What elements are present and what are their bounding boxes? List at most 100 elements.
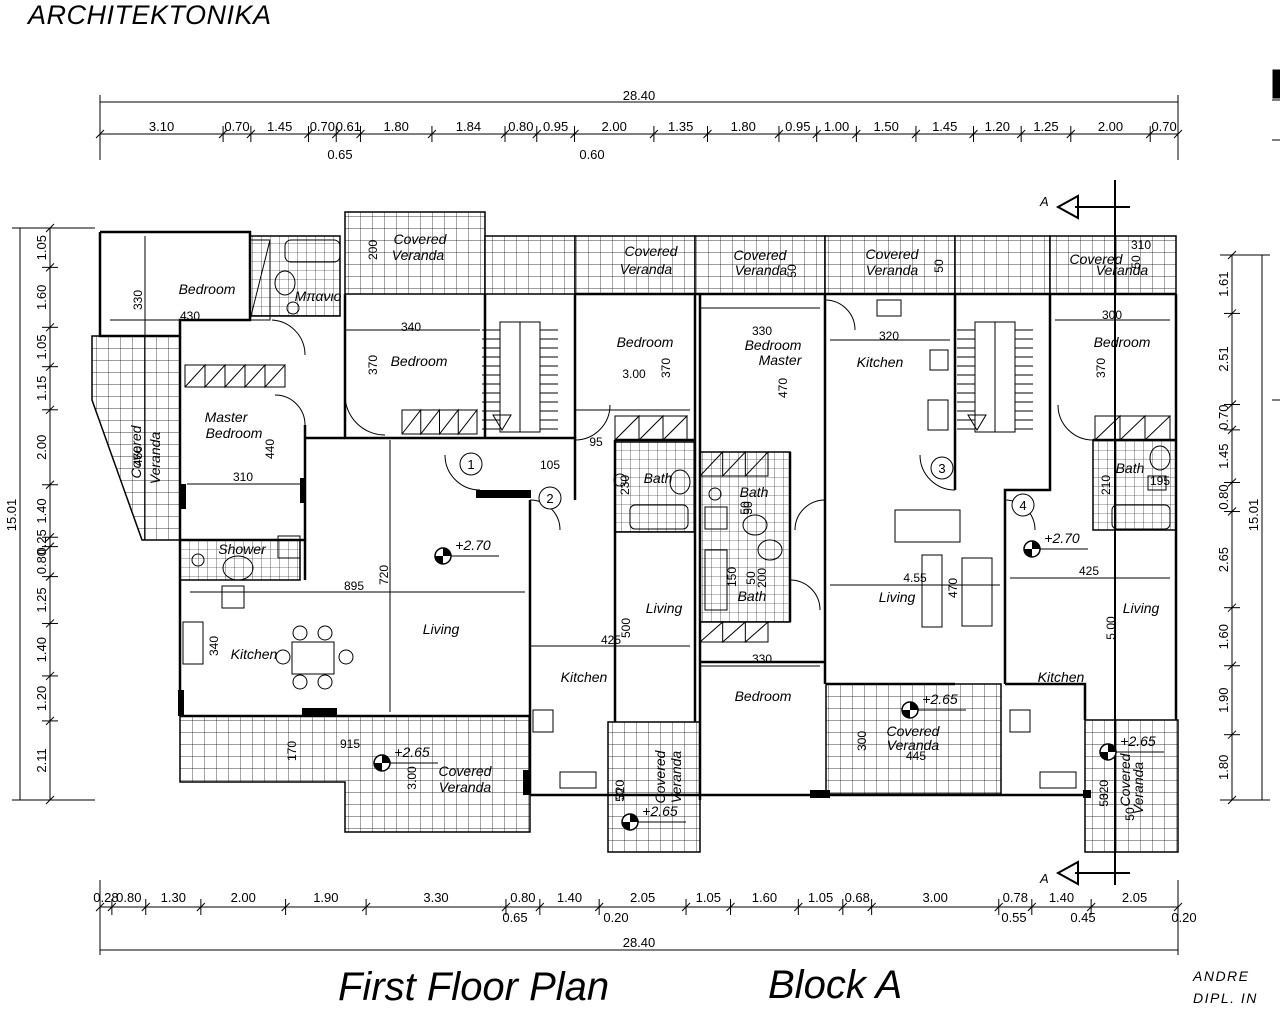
bottom-sub-dim: 0.55 xyxy=(1001,910,1026,925)
bottom-sub-dim: 0.20 xyxy=(603,910,628,925)
bottom-dimensions xyxy=(95,880,1183,955)
right-dimension: 0.70 xyxy=(1216,405,1231,430)
wardrobes xyxy=(184,239,1171,644)
section-marker xyxy=(1055,194,1130,886)
firm-qualification: DIPL. IN xyxy=(1193,990,1258,1006)
room-label: Living xyxy=(879,589,916,605)
room-label: Bath xyxy=(644,470,673,486)
room-label: Covered xyxy=(887,723,941,739)
room-label: Veranda xyxy=(735,262,788,278)
inner-dimension: 370 xyxy=(1094,358,1108,378)
left-dimension: 0.80 xyxy=(34,549,49,574)
bottom-sub-dim: 0.20 xyxy=(1171,910,1196,925)
title-block-edge xyxy=(1272,69,1280,401)
stair-number: 1 xyxy=(467,457,474,472)
overall-width-bottom: 28.40 xyxy=(623,935,656,950)
room-label: Covered xyxy=(439,763,493,779)
inner-dimension: 440 xyxy=(263,439,277,459)
left-dimension: 2.00 xyxy=(34,435,49,460)
section-label: A xyxy=(1039,871,1049,886)
bottom-dimension: 0.68 xyxy=(845,890,870,905)
right-dimension: 2.51 xyxy=(1216,346,1231,371)
room-label: Covered xyxy=(652,749,668,803)
level-marker: +2.70 xyxy=(1044,530,1080,546)
left-dimension: 1.05 xyxy=(34,235,49,260)
inner-dimension: 320 xyxy=(879,329,899,343)
top-dimension: 1.84 xyxy=(456,119,481,134)
right-dimension: 1.80 xyxy=(1216,755,1231,780)
room-label: Bath xyxy=(740,484,769,500)
inner-dimension: 50 xyxy=(1123,807,1137,821)
room-label: Veranda xyxy=(1130,762,1146,815)
inner-dimension: 425 xyxy=(601,633,621,647)
interior-lines xyxy=(110,180,1170,885)
right-dimension: 2.65 xyxy=(1216,547,1231,572)
inner-dimension: 330 xyxy=(131,290,145,310)
inner-dimension: 210 xyxy=(1099,475,1113,495)
room-label: Veranda xyxy=(1096,262,1149,278)
inner-dimension: 450 xyxy=(131,446,145,466)
top-dimension: 1.35 xyxy=(668,119,693,134)
inner-dimension: 370 xyxy=(659,358,673,378)
room-label: Kitchen xyxy=(561,669,608,685)
left-dimension: 1.40 xyxy=(34,637,49,662)
top-dimension: 2.00 xyxy=(1098,119,1123,134)
inner-dimension: 445 xyxy=(906,749,926,763)
inner-dimension: 3.00 xyxy=(622,367,646,381)
door-swings xyxy=(271,299,1094,611)
top-dimension: 3.10 xyxy=(149,119,174,134)
inner-dimension: 50 xyxy=(932,259,946,273)
inner-dimension: 50 xyxy=(613,788,627,802)
inner-dimension: 200 xyxy=(366,240,380,260)
left-dimension: 0.25 xyxy=(34,529,49,554)
left-dimension: 1.40 xyxy=(34,498,49,523)
room-label: Kitchen xyxy=(1038,669,1085,685)
room-label: Kitchen xyxy=(231,646,278,662)
overall-width-top: 28.40 xyxy=(623,88,656,103)
stair-number: 3 xyxy=(938,461,945,476)
top-dimension: 1.00 xyxy=(824,119,849,134)
overall-depth-left: 15.01 xyxy=(4,499,19,532)
top-dimension: 0.70 xyxy=(310,119,335,134)
level-marker: +2.65 xyxy=(642,803,678,819)
level-marker: +2.65 xyxy=(922,691,958,707)
inner-dimension: 200 xyxy=(755,568,769,588)
inner-dimension: 50 xyxy=(741,501,755,515)
room-label: Bedroom xyxy=(745,337,802,353)
inner-dimension: 425 xyxy=(1079,564,1099,578)
inner-dimension: 470 xyxy=(776,378,790,398)
header-title: ARCHITEKTONIKA xyxy=(28,0,272,30)
inner-dimension: 340 xyxy=(401,320,421,334)
bottom-dimension: 1.40 xyxy=(557,890,582,905)
room-label: Bedroom xyxy=(179,281,236,297)
bottom-dimension: 3.30 xyxy=(423,890,448,905)
top-dimension: 0.80 xyxy=(508,119,533,134)
top-dimension: 0.70 xyxy=(224,119,249,134)
room-label: Veranda xyxy=(147,432,163,485)
top-dimension: 1.80 xyxy=(731,119,756,134)
room-label: Master xyxy=(759,352,803,368)
room-label: Bedroom xyxy=(206,425,263,441)
left-dimension: 1.05 xyxy=(34,334,49,359)
bottom-dimension: 2.00 xyxy=(231,890,256,905)
top-dimension: 1.25 xyxy=(1033,119,1058,134)
room-label: Covered xyxy=(394,231,448,247)
left-dimension: 1.25 xyxy=(34,587,49,612)
inner-dimension: 4.55 xyxy=(903,571,927,585)
room-label: Master xyxy=(205,409,249,425)
left-dimension: 1.60 xyxy=(34,285,49,310)
inner-dimension: 330 xyxy=(752,652,772,666)
right-dimension: 1.61 xyxy=(1216,272,1231,297)
inner-dimension: 50 xyxy=(1097,793,1111,807)
top-dimension: 1.80 xyxy=(384,119,409,134)
inner-dimension: 150 xyxy=(725,567,739,587)
room-label: Bedroom xyxy=(617,334,674,350)
room-label: Shower xyxy=(218,541,267,557)
right-dimension: 1.90 xyxy=(1216,688,1231,713)
bottom-dimension: 1.60 xyxy=(752,890,777,905)
furniture xyxy=(182,239,1171,789)
left-dimension: 1.20 xyxy=(34,686,49,711)
inner-dimension: 370 xyxy=(366,355,380,375)
room-label: Kitchen xyxy=(857,354,904,370)
inner-dimension: 915 xyxy=(340,737,360,751)
